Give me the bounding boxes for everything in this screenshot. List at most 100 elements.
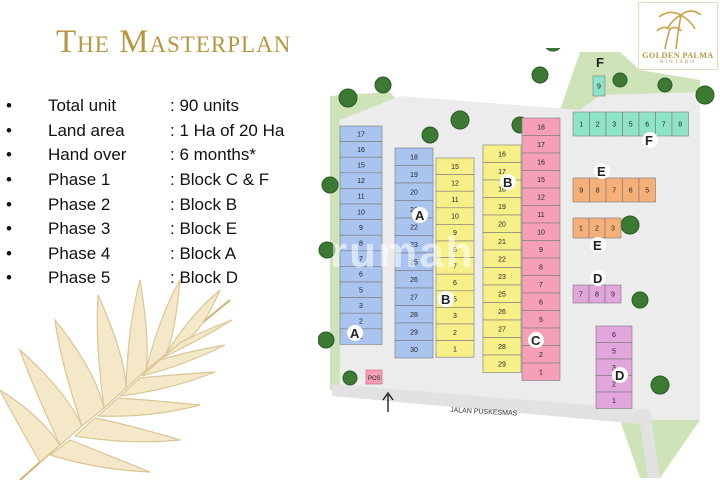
tree-icon bbox=[321, 176, 339, 194]
plot-unit-number: 9 bbox=[579, 188, 583, 195]
plot-unit-number: 19 bbox=[498, 204, 506, 211]
block-label-D: D bbox=[593, 271, 602, 286]
tree-icon bbox=[695, 85, 715, 105]
block-label-E: E bbox=[593, 238, 602, 253]
plot-unit-number: 12 bbox=[357, 178, 365, 185]
plot-unit-number: 2 bbox=[539, 352, 543, 359]
fact-value: : 90 units bbox=[170, 96, 239, 116]
plot-unit-number: 11 bbox=[451, 197, 458, 204]
watermark-text: rumah bbox=[330, 228, 475, 277]
block-label-D: D bbox=[615, 368, 624, 383]
tree-icon bbox=[631, 291, 649, 309]
plot-unit-number: 5 bbox=[645, 188, 649, 195]
golden-palma-logo: GOLDEN PALMA BINTARO bbox=[638, 2, 718, 70]
plot-unit-number: 11 bbox=[537, 212, 544, 219]
plot-unit-number: 5 bbox=[539, 317, 543, 324]
block-C: 1817161512111098765321 bbox=[521, 117, 561, 381]
plot-unit-number: 3 bbox=[612, 122, 616, 129]
plot-unit-number: 17 bbox=[498, 169, 506, 176]
plot-unit-number: 5 bbox=[629, 122, 633, 129]
fact-key: Phase 1 bbox=[48, 170, 111, 190]
plot-unit bbox=[394, 340, 434, 359]
block-label-F: F bbox=[645, 133, 653, 148]
plot-unit-number: 7 bbox=[359, 256, 363, 263]
plot-unit-number: 29 bbox=[410, 329, 418, 336]
block-label-E: E bbox=[597, 164, 606, 179]
fact-value: : Block A bbox=[170, 243, 237, 263]
facts-list: •Total unit: 90 units •Land area: 1 Ha o… bbox=[4, 94, 284, 291]
plot-unit-number: 15 bbox=[537, 177, 545, 184]
plot-unit-number: 2 bbox=[595, 226, 599, 233]
plot-unit-number: 6 bbox=[629, 188, 633, 195]
plot-unit-number: 8 bbox=[453, 247, 457, 254]
tree-icon bbox=[318, 331, 335, 349]
plot-unit-number: 1 bbox=[539, 369, 543, 376]
plot-unit-number: 5 bbox=[612, 348, 616, 355]
plot-unit bbox=[592, 75, 606, 97]
plot-unit-number: 27 bbox=[498, 326, 506, 333]
plot-unit-number: 6 bbox=[539, 299, 543, 306]
plot-unit-number: 6 bbox=[645, 122, 649, 129]
palm-leaf-decoration bbox=[0, 279, 233, 480]
fact-key: Phase 4 bbox=[48, 243, 111, 263]
plot-unit-number: 3 bbox=[612, 365, 616, 372]
block-label-bg bbox=[500, 174, 516, 190]
plot-unit-number: 15 bbox=[357, 163, 365, 170]
plot-unit-number: 18 bbox=[537, 124, 545, 131]
block-label-bg bbox=[590, 237, 606, 253]
fact-value: : Block C & F bbox=[170, 170, 270, 190]
plot-unit-number: 25 bbox=[410, 259, 418, 266]
tree-icon bbox=[421, 126, 439, 144]
tree-icon bbox=[338, 88, 358, 108]
block-label-bg bbox=[642, 132, 658, 148]
plot-unit-number: 25 bbox=[498, 291, 506, 298]
entry-arrow-icon bbox=[382, 391, 394, 412]
plot-unit-number: 6 bbox=[359, 272, 363, 279]
plot-unit-number: 27 bbox=[410, 294, 418, 301]
plot-unit-number: 11 bbox=[357, 194, 364, 201]
block-label-A: A bbox=[350, 326, 360, 341]
plot-unit-number: 7 bbox=[453, 263, 457, 270]
block-label-bg bbox=[528, 332, 544, 348]
fact-row: •Phase 3: Block E bbox=[4, 217, 284, 242]
block-F-top: 9 bbox=[592, 75, 606, 97]
block-label-bg bbox=[438, 291, 454, 307]
fact-row: •Phase 1: Block C & F bbox=[4, 168, 284, 193]
block-label-A: A bbox=[415, 208, 425, 223]
plot-unit-number: 28 bbox=[410, 312, 418, 319]
plot-unit-number: 7 bbox=[662, 122, 666, 129]
tree-icon bbox=[650, 375, 670, 395]
plot-unit-number: 6 bbox=[612, 332, 616, 339]
fact-row: •Phase 5: Block D bbox=[4, 266, 284, 291]
plot-unit bbox=[604, 284, 622, 304]
block-label-bg bbox=[412, 207, 428, 223]
plot-unit-number: 8 bbox=[359, 241, 363, 248]
plot-unit bbox=[435, 340, 475, 358]
tree-icon bbox=[545, 48, 561, 52]
fact-value: : Block D bbox=[170, 268, 239, 288]
block-label-bg bbox=[347, 325, 363, 341]
plot-unit bbox=[521, 362, 561, 381]
plot-unit-number: 22 bbox=[410, 224, 418, 231]
plot-unit-number: 30 bbox=[410, 347, 418, 354]
fact-row: •Land area: 1 Ha of 20 Ha bbox=[4, 119, 284, 144]
plot-unit-number: 7 bbox=[539, 282, 543, 289]
plot-unit-number: 19 bbox=[410, 172, 418, 179]
pos-label: POS bbox=[368, 376, 381, 382]
plot-unit bbox=[482, 354, 522, 373]
bullet: • bbox=[6, 268, 12, 288]
plot-unit-number: 3 bbox=[611, 226, 615, 233]
plot-unit-number: 18 bbox=[498, 186, 506, 193]
plot-unit-number: 9 bbox=[453, 230, 457, 237]
fact-value: : Block E bbox=[170, 219, 238, 239]
plot-unit-number: 5 bbox=[359, 287, 363, 294]
plot-unit-number: 2 bbox=[596, 122, 600, 129]
tree-icon bbox=[657, 77, 673, 93]
plot-unit-number: 22 bbox=[498, 256, 506, 263]
plot-unit-number: 2 bbox=[359, 319, 363, 326]
block-label-F: F bbox=[596, 55, 604, 70]
plot-unit-number: 1 bbox=[579, 122, 583, 129]
